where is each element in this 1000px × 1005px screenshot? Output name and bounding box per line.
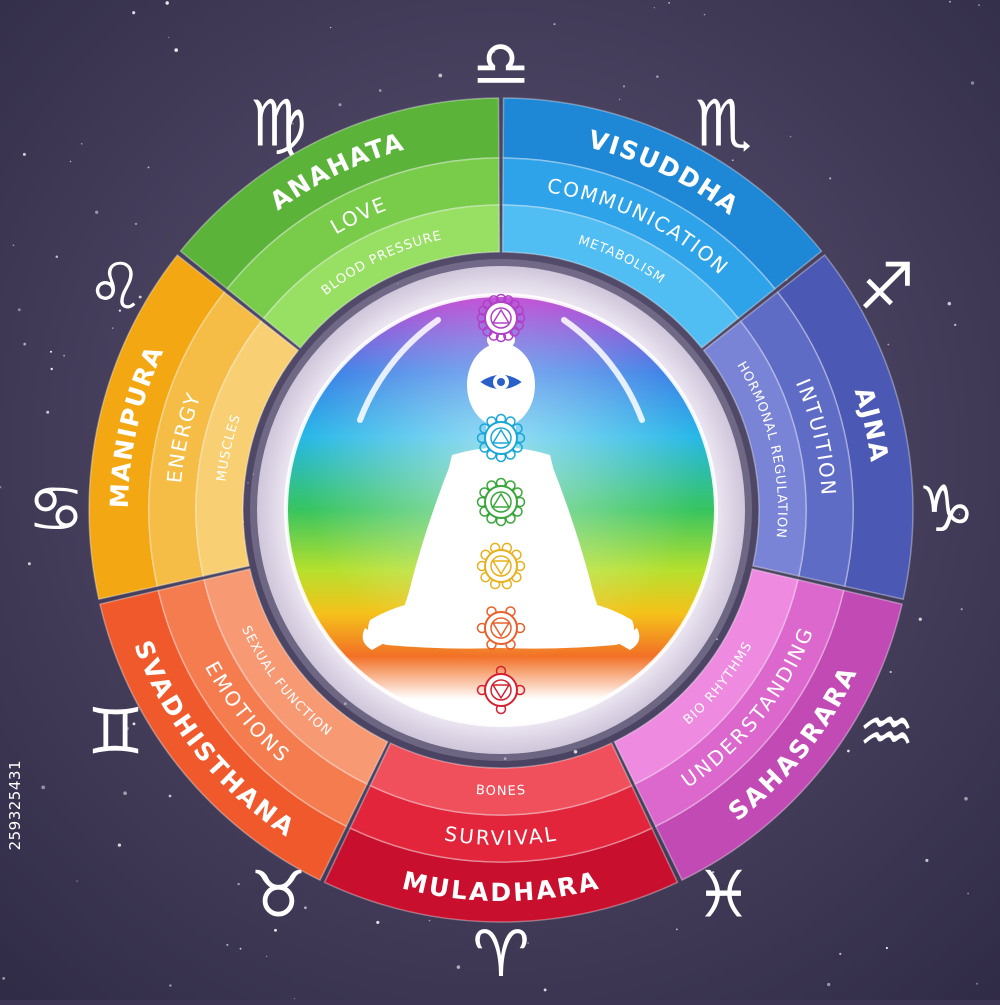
capricorn-icon: ♑ — [917, 473, 974, 547]
gemini-icon: ♊ — [87, 696, 144, 770]
aquarius-icon: ♒ — [858, 696, 915, 770]
zodiac-ring: ♎ ♏ ♐ ♑ ♒ ♓ ♈ ♉ ♊ ♋ ♌ ♍ — [27, 28, 974, 992]
ajna-inner-segment — [702, 320, 807, 577]
root-chakra-icon — [476, 665, 526, 715]
muladhara-function-label: BONES — [475, 782, 526, 798]
crown-chakra-icon — [476, 293, 526, 343]
stock-id-label: 259325431 — [6, 760, 24, 851]
muladhara-inner-segment — [369, 742, 633, 816]
taurus-icon: ♉ — [250, 858, 307, 932]
third-eye-chakra-icon — [477, 373, 525, 391]
throat-chakra-icon — [476, 413, 526, 463]
anahata-inner-segment — [262, 204, 501, 349]
cancer-icon: ♋ — [27, 473, 84, 547]
manipura-inner-segment — [195, 320, 300, 577]
pisces-icon: ♓ — [695, 858, 752, 932]
svadhisthana-inner-segment — [203, 568, 389, 785]
sahasrara-inner-segment — [613, 568, 799, 785]
aries-icon: ♈ — [472, 918, 529, 992]
visuddha-inner-segment — [501, 204, 740, 349]
scorpio-icon: ♏ — [695, 88, 752, 162]
leo-icon: ♌ — [87, 251, 144, 325]
sacral-chakra-icon — [476, 606, 526, 650]
chakra-symbol-stack — [476, 293, 526, 715]
libra-icon: ♎ — [472, 28, 529, 102]
virgo-icon: ♍ — [250, 88, 307, 162]
solar-plexus-chakra-icon — [476, 542, 526, 590]
muladhara-quality-label: SURVIVAL — [443, 821, 559, 850]
chakra-segments — [88, 97, 914, 923]
sagittarius-icon: ♐ — [858, 251, 915, 325]
heart-chakra-icon — [476, 477, 526, 527]
